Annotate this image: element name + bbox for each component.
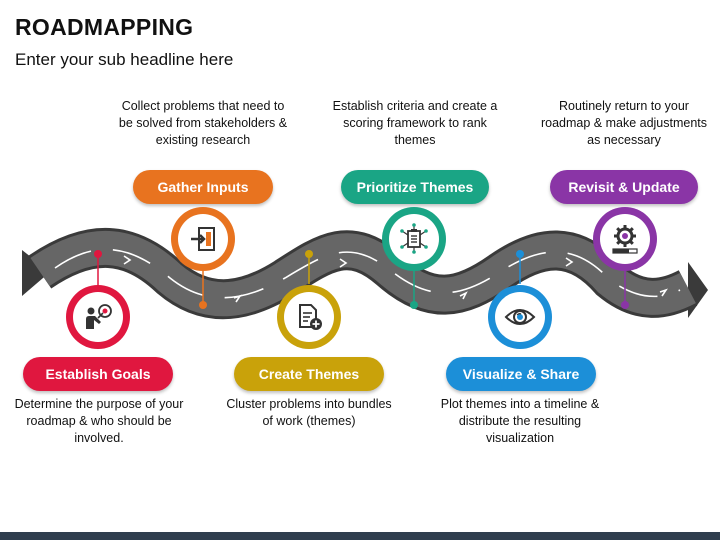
step-4-description: Establish criteria and create a scoring … bbox=[332, 99, 498, 147]
road-chevron bbox=[459, 291, 468, 300]
step-3-label-pill: Create Themes bbox=[234, 357, 384, 391]
step-3-icon-ring bbox=[277, 285, 341, 349]
road-chevron bbox=[123, 255, 132, 265]
road-chevron bbox=[565, 257, 574, 267]
step-5-label-pill: Visualize & Share bbox=[446, 357, 596, 391]
step-2-label-pill: Gather Inputs bbox=[133, 170, 273, 204]
document-add-icon bbox=[299, 304, 322, 330]
gear-progress-icon bbox=[612, 225, 638, 254]
road-chevron bbox=[339, 258, 348, 268]
step-2-icon-ring bbox=[171, 207, 235, 271]
step-4-icon-ring bbox=[382, 207, 446, 271]
step-3-description: Cluster problems into bundles of work (t… bbox=[226, 397, 392, 428]
road-chevron bbox=[659, 288, 668, 297]
step-2-description: Collect problems that need to be solved … bbox=[118, 99, 288, 147]
step-6-icon-ring bbox=[593, 207, 657, 271]
page-subtitle: Enter your sub headline here bbox=[15, 50, 234, 69]
road-tail bbox=[22, 250, 50, 296]
road-centerline bbox=[54, 248, 681, 299]
road-chevron bbox=[233, 294, 242, 303]
road-marker-dot bbox=[410, 301, 418, 309]
step-5-label: Visualize & Share bbox=[462, 366, 580, 382]
checklist-network-icon bbox=[400, 223, 428, 254]
step-6-description: Routinely return to your roadmap & make … bbox=[540, 99, 708, 147]
step-5-description: Plot themes into a timeline & distribute… bbox=[440, 397, 600, 445]
step-1-description: Determine the purpose of your roadmap & … bbox=[14, 397, 184, 445]
step-3-label: Create Themes bbox=[258, 366, 360, 382]
road-marker-dot bbox=[199, 301, 207, 309]
step-6-label: Revisit & Update bbox=[568, 179, 680, 195]
step-1-label-pill: Establish Goals bbox=[23, 357, 173, 391]
step-4-label: Prioritize Themes bbox=[356, 179, 474, 195]
step-2-label: Gather Inputs bbox=[157, 179, 249, 195]
step-1-icon-ring bbox=[66, 285, 130, 349]
road-marker-dot bbox=[305, 250, 313, 258]
person-target-icon bbox=[86, 304, 112, 329]
step-4-label-pill: Prioritize Themes bbox=[341, 170, 489, 204]
road-marker-dot bbox=[621, 301, 629, 309]
footer-bar bbox=[0, 532, 720, 540]
step-1-label: Establish Goals bbox=[45, 366, 151, 382]
page-title: ROADMAPPING bbox=[15, 14, 194, 40]
road-arrow-head bbox=[688, 262, 708, 318]
road-marker-dot bbox=[94, 250, 102, 258]
step-6-label-pill: Revisit & Update bbox=[550, 170, 698, 204]
step-5-icon-ring bbox=[488, 285, 552, 349]
input-door-icon bbox=[191, 227, 215, 251]
road-marker-dot bbox=[516, 250, 524, 258]
eye-icon bbox=[504, 309, 536, 325]
